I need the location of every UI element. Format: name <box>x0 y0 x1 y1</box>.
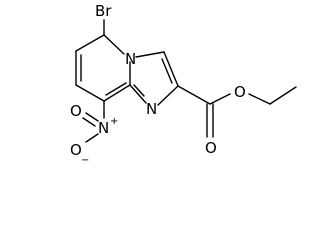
nitro-n-charge: + <box>110 116 118 127</box>
bond-c3-c2 <box>163 51 179 87</box>
bond-c8-c8a <box>103 84 131 102</box>
bond-o-ch2 <box>248 93 271 105</box>
carbonyl-o-label: O <box>205 139 217 157</box>
nitro-o-charge: − <box>81 155 89 166</box>
bond-c8-c8a-inner <box>105 82 127 96</box>
bond-c3-c2-inner <box>161 58 173 84</box>
nitro-n-label: N <box>98 119 109 137</box>
bond-nitro-o-double-b <box>82 117 96 127</box>
bond-c5-c6 <box>75 34 105 52</box>
bond-n4-c3 <box>135 51 165 58</box>
bond-c2-carbonyl <box>177 85 211 105</box>
bond-c2-n1 <box>157 85 179 106</box>
nitro-o-single-label: O <box>70 141 82 159</box>
bromine-label: Br <box>95 2 112 20</box>
bond-nitro-o-single <box>85 133 99 143</box>
bond-n1-c8a <box>129 84 147 104</box>
pyridine-ring <box>75 34 131 102</box>
bond-n1-c8a-inner <box>133 84 145 97</box>
bond-c7-c8 <box>75 84 105 102</box>
bond-carbonyl-o-ester <box>209 93 231 105</box>
bond-ch2-ch3 <box>269 86 297 105</box>
bond-n4-c5 <box>103 34 125 55</box>
nitro-o-double-label: O <box>70 102 82 120</box>
ester-o-label: O <box>234 83 246 101</box>
n1-label: N <box>146 100 157 118</box>
bond-nitro-o-double-a <box>85 112 99 122</box>
n4-label: N <box>125 50 136 68</box>
chemical-structure: Br N N N + O O − O O <box>70 2 297 166</box>
imidazole-ring <box>129 51 179 106</box>
